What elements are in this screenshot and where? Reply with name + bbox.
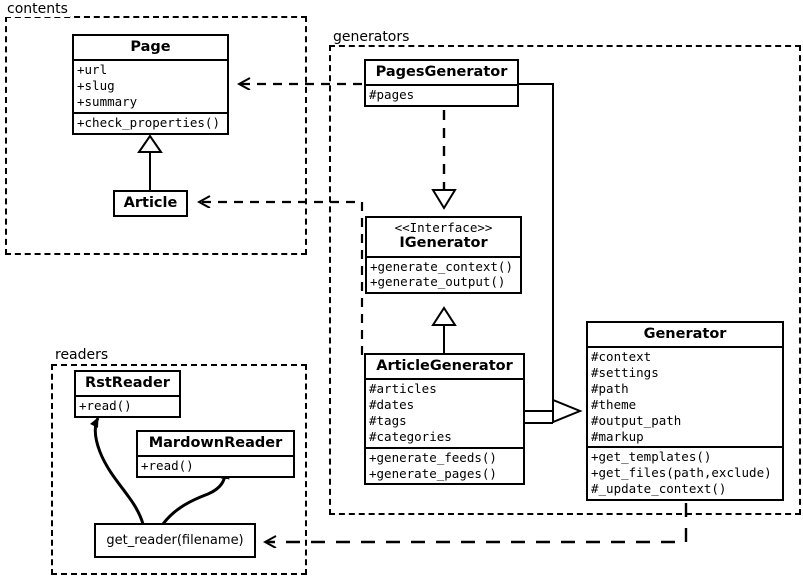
method: +generate_feeds() [369,449,497,465]
method: +generate_output() [370,274,506,290]
class-name-rstreader: RstReader [85,375,170,391]
method: +get_templates() [591,449,712,465]
class-methods-igenerator: +generate_context() +generate_output() [367,255,520,293]
method: +generate_context() [370,258,513,274]
attribute: #context [591,349,652,365]
class-methods-generator: +get_templates() +get_files(path,exclude… [588,446,782,499]
class-attributes-pagesgenerator: #pages [366,84,517,105]
package-label-contents: contents [5,1,70,17]
class-name-generator: Generator [643,326,727,342]
method: #_update_context() [591,481,727,497]
class-box-mardownreader[interactable]: MardownReader +read() [136,430,295,479]
class-box-page[interactable]: Page +url +slug +summary +check_properti… [72,34,229,135]
class-name-page: Page [130,39,171,55]
class-box-articlegenerator[interactable]: ArticleGenerator #articles #dates #tags … [364,353,525,486]
package-label-generators: generators [331,29,412,45]
class-box-rstreader[interactable]: RstReader +read() [74,370,181,419]
class-attributes-page: +url +slug +summary [74,59,227,112]
attribute: +slug [77,78,115,94]
method: +read() [79,398,132,414]
attribute: #categories [369,428,452,444]
class-box-igenerator[interactable]: <<Interface>> IGenerator +generate_conte… [365,216,522,295]
class-attributes-articlegenerator: #articles #dates #tags #categories [366,378,523,447]
class-name-article: Article [123,195,178,211]
class-box-generator[interactable]: Generator #context #settings #path #them… [586,321,784,502]
class-name-pagesgenerator: PagesGenerator [375,64,508,80]
package-frame-contents [5,16,307,255]
class-stereotype-igenerator: <<Interface>> [394,220,493,235]
class-methods-page: +check_properties() [74,111,227,133]
class-name-articlegenerator: ArticleGenerator [376,358,513,374]
attribute: +summary [77,93,138,109]
method: +generate_pages() [369,465,497,481]
method: +read() [141,458,194,474]
function-label: get_reader(filename) [106,533,244,548]
attribute: #theme [591,396,637,412]
attribute: #markup [591,428,644,444]
method: +check_properties() [77,114,220,130]
attribute: #output_path [591,412,682,428]
attribute: #dates [369,397,415,413]
attribute: #pages [369,87,415,103]
package-label-readers: readers [53,347,111,363]
attribute: #articles [369,381,437,397]
attribute: #tags [369,412,407,428]
attribute: #path [591,380,629,396]
class-methods-articlegenerator: +generate_feeds() +generate_pages() [366,446,523,484]
class-attributes-generator: #context #settings #path #theme #output_… [588,346,782,446]
class-name-mardownreader: MardownReader [148,435,283,451]
attribute: +url [77,62,108,78]
method: +get_files(path,exclude) [591,465,772,481]
class-methods-rstreader: +read() [76,395,179,416]
class-name-text: IGenerator [399,235,488,252]
package-frame-readers [51,364,307,575]
class-methods-mardownreader: +read() [138,455,293,476]
class-name-igenerator: <<Interface>> IGenerator [367,218,520,256]
attribute: #settings [591,365,659,381]
class-box-pagesgenerator[interactable]: PagesGenerator #pages [364,59,519,108]
function-box-get-reader[interactable]: get_reader(filename) [94,523,256,558]
class-box-article[interactable]: Article [113,190,188,218]
